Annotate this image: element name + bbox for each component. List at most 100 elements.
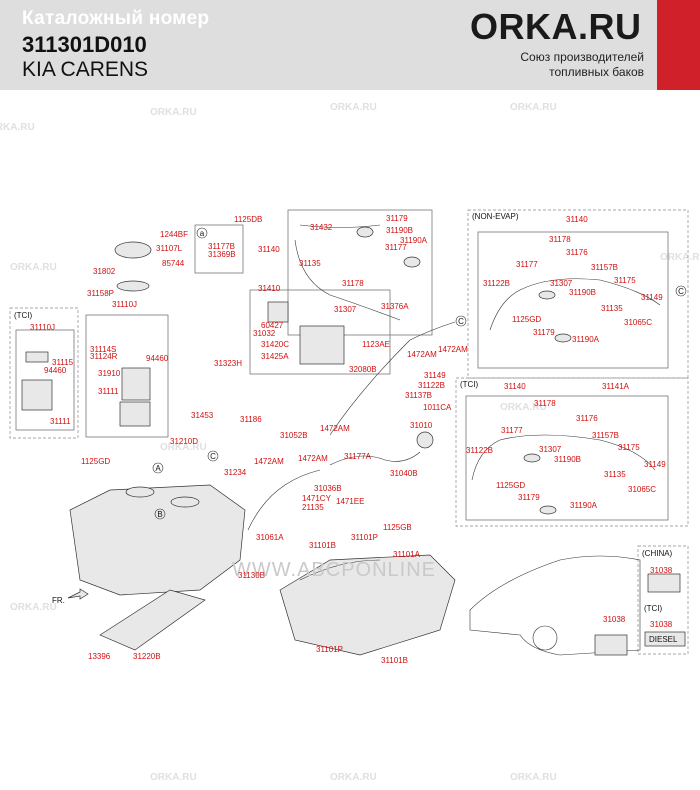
marker-c-circle <box>207 450 219 462</box>
part-label: 31032 <box>253 329 276 338</box>
part-label: 1472AM <box>254 457 284 466</box>
part-label: 31186 <box>240 415 262 424</box>
non-evap-label: (NON-EVAP) <box>472 212 519 221</box>
orka-logo[interactable]: ORKA.RU <box>470 6 642 47</box>
marker-a: A <box>155 464 161 473</box>
part-label: 31065C <box>628 485 656 494</box>
tank-strap <box>299 559 381 581</box>
watermark-logo: ORKA.RU <box>160 442 207 453</box>
part-label: 1125GD <box>496 481 525 490</box>
part-label: 31176 <box>566 248 588 257</box>
canister-box <box>249 289 391 375</box>
part-label: 31369B <box>208 250 236 259</box>
part-label: 1471CY <box>302 494 332 503</box>
part-label: 31124R <box>90 352 118 361</box>
part-label: 1011CA <box>423 403 452 412</box>
part-label: 31190B <box>554 455 581 464</box>
china-label-frame <box>637 545 689 655</box>
fitting-inset-box <box>194 224 244 274</box>
filler-cap <box>416 431 434 449</box>
part-label: 31453 <box>191 411 214 420</box>
part-label: 31158P <box>87 289 114 298</box>
part-label: 31038 <box>603 615 626 624</box>
part-label: 31101P <box>316 645 343 654</box>
watermark-logo: ORKA.RU <box>330 772 377 783</box>
part-label: 32080B <box>349 365 377 374</box>
part-label: 1472AM <box>320 424 350 433</box>
watermark-site: WWW.ABCPONLINE <box>232 559 436 581</box>
part-label: 60427 <box>261 321 284 330</box>
tank-port-b <box>170 496 200 508</box>
part-label: 31149 <box>641 293 663 302</box>
part-label: 1244BF <box>160 230 188 239</box>
tci-right-label: (TCI) <box>460 380 479 389</box>
watermark-logo: ORKA.RU <box>660 252 700 263</box>
part-label: 31376A <box>381 302 409 311</box>
vapor-hose-box <box>287 209 433 336</box>
part-label: 31038 <box>650 566 673 575</box>
part-label: 31323H <box>214 359 242 368</box>
part-label: 31010 <box>410 421 433 430</box>
watermark-logo: ORKA.RU <box>510 772 557 783</box>
part-label: 31065C <box>624 318 652 327</box>
watermark-logo: ORKA.RU <box>150 772 197 783</box>
part-label: 31135 <box>604 470 626 479</box>
diesel-badge-text: DIESEL <box>649 635 678 644</box>
part-label: 31135 <box>601 304 623 313</box>
tci-valve-b <box>539 505 557 515</box>
part-label: 31178 <box>534 399 556 408</box>
diesel-badge <box>644 631 686 647</box>
fuel-tank-main <box>69 484 246 596</box>
vent-line <box>329 321 456 436</box>
lock-ring <box>116 280 150 292</box>
part-label: 31130B <box>238 571 265 580</box>
part-label: 31141A <box>602 382 630 391</box>
part-label: 31177 <box>385 243 407 252</box>
rollover-valve <box>403 256 421 268</box>
part-label: 31036B <box>314 484 342 493</box>
part-label: 31179 <box>518 493 540 502</box>
watermark-logos: ORKA.RU ORKA.RU ORKA.RU ORKA.RU ORKA.RU … <box>0 102 700 783</box>
tci-hose <box>471 434 656 481</box>
part-label: 1125GD <box>512 315 541 324</box>
part-label: 1471EE <box>336 497 364 506</box>
part-label: 31190B <box>386 226 413 235</box>
tci-valve <box>523 453 541 463</box>
part-label: 21135 <box>302 503 324 512</box>
part-label: 31140 <box>504 382 526 391</box>
part-label: 94460 <box>146 354 169 363</box>
tci-right-inner-box <box>465 395 669 521</box>
part-label: 31110J <box>112 300 137 309</box>
part-label: 1123AE <box>362 340 390 349</box>
tagline-line1: Союз производителей <box>520 50 644 64</box>
filler-hose <box>247 469 321 531</box>
part-label: 13396 <box>88 652 111 661</box>
part-label: 31101P <box>351 533 378 542</box>
part-label: 31176 <box>576 414 598 423</box>
pump-cap <box>114 241 152 259</box>
pump-filter <box>119 401 151 427</box>
marker-a-small: a <box>200 229 205 238</box>
part-label: 31220B <box>133 652 161 661</box>
watermark-logo: ORKA.RU <box>510 102 557 113</box>
marker-c-circle-2 <box>455 315 467 327</box>
canister-bracket <box>267 301 289 323</box>
part-label: 31061A <box>256 533 284 542</box>
front-arrow-icon <box>67 588 89 600</box>
part-labels: 1244BF 31107L 85744 31802 31158P 31110J … <box>30 214 673 665</box>
car-outline <box>469 555 641 656</box>
part-label: 31111 <box>98 387 119 396</box>
part-label: 1472AM <box>438 345 468 354</box>
part-label: 31122B <box>418 381 445 390</box>
part-label: 31178 <box>549 235 571 244</box>
model-name: KIA CARENS <box>22 58 149 81</box>
part-label: 85744 <box>162 259 185 268</box>
part-label: 31115 <box>52 358 74 367</box>
marker-b-circle <box>154 508 166 520</box>
tank-port-a <box>125 486 155 498</box>
vapor-hose-line <box>294 239 401 321</box>
part-label: 31432 <box>310 223 333 232</box>
part-label: 31178 <box>342 279 364 288</box>
marker-c: C <box>210 452 216 461</box>
part-label: 31234 <box>224 468 247 477</box>
